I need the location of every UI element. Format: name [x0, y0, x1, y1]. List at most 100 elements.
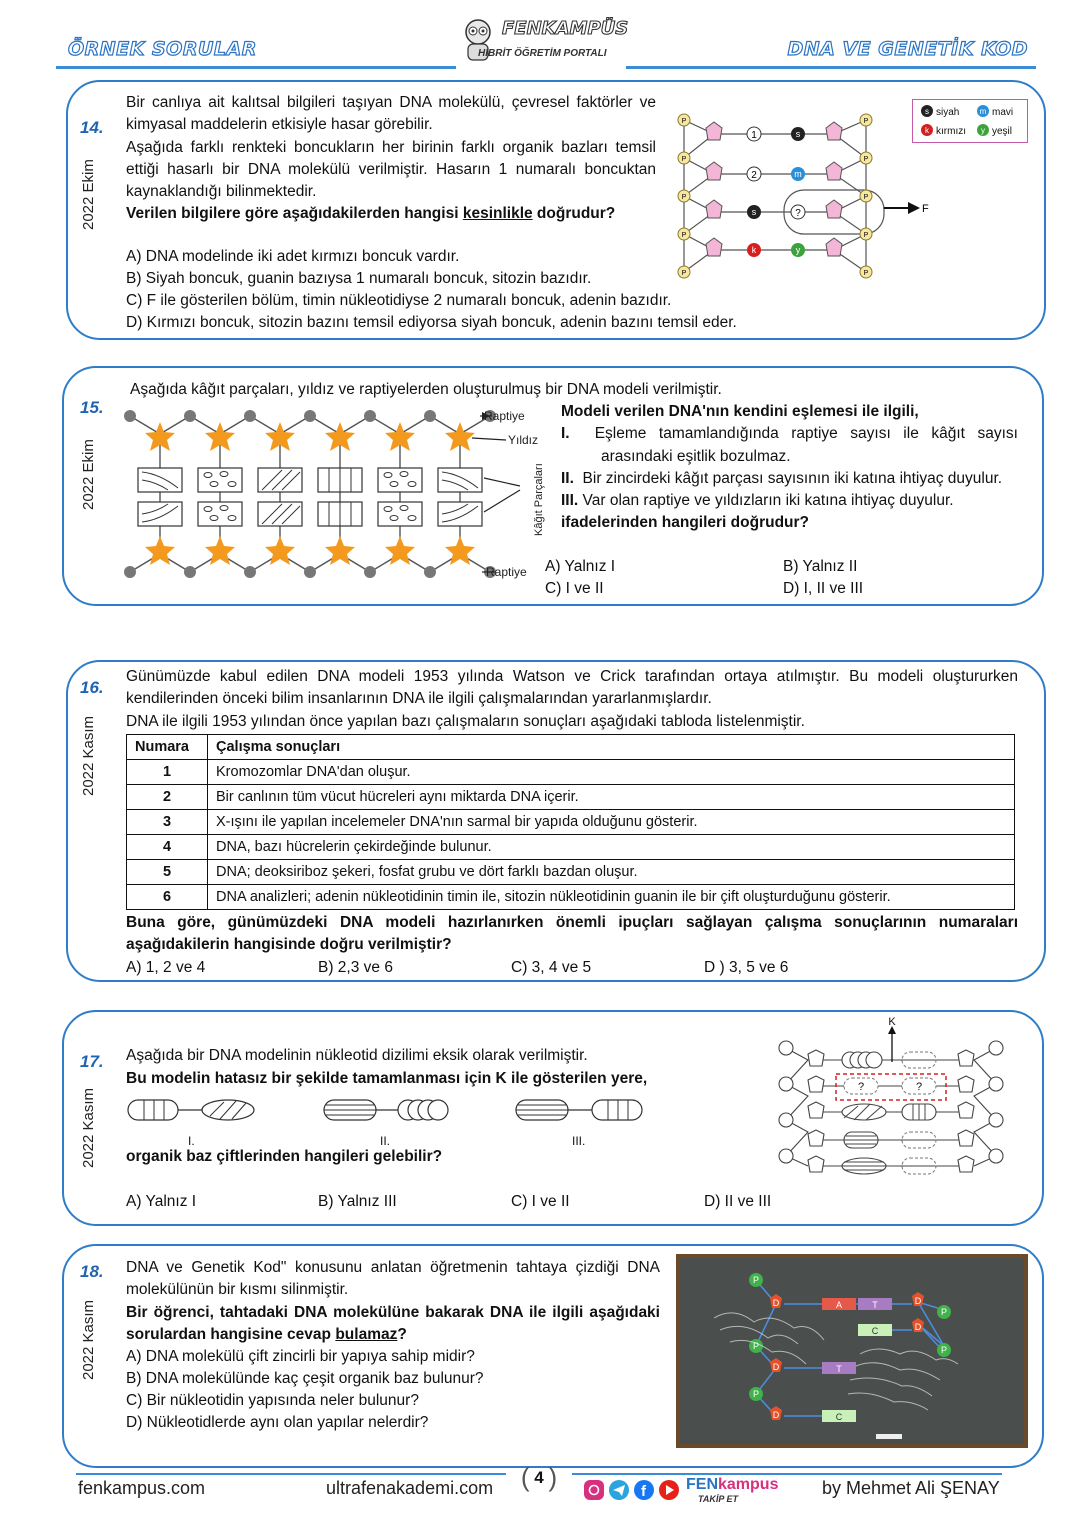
- facebook-icon[interactable]: [634, 1480, 654, 1500]
- q18-stem: DNA ve Genetik Kod" konusunu anlatan öğr…: [126, 1257, 660, 1346]
- k-label: K: [888, 1016, 896, 1028]
- q17-label-1: I.: [188, 1134, 195, 1148]
- svg-text:P: P: [682, 118, 687, 125]
- footer-brand-sub: TAKİP ET: [698, 1494, 738, 1504]
- q17-option-d[interactable]: D) II ve III: [704, 1193, 772, 1210]
- svg-text:s: s: [925, 107, 929, 116]
- q17-label-2: II.: [380, 1134, 391, 1148]
- svg-text:s: s: [752, 207, 757, 217]
- q18-option-b[interactable]: B) DNA molekülünde kaç çeşit organik baz…: [126, 1370, 484, 1387]
- svg-text:D: D: [773, 1362, 780, 1372]
- label-raptiye-bottom: Raptiye: [486, 565, 527, 579]
- q16-option-b[interactable]: B) 2,3 ve 6: [318, 959, 393, 976]
- svg-text:k: k: [925, 126, 930, 135]
- svg-text:P: P: [682, 270, 687, 277]
- svg-text:P: P: [864, 232, 869, 239]
- q17-option-c[interactable]: C) I ve II: [511, 1193, 570, 1210]
- svg-text:kırmızı: kırmızı: [936, 126, 966, 137]
- q17-paragraph-1: Aşağıda bir DNA modelinin nükleotid dizi…: [126, 1047, 588, 1064]
- f-label: F: [922, 203, 929, 215]
- svg-text:C: C: [836, 1412, 843, 1422]
- svg-text:D: D: [915, 1322, 922, 1332]
- svg-text:P: P: [753, 1389, 759, 1399]
- q18-option-a[interactable]: A) DNA molekülü çift zincirli bir yapıya…: [126, 1348, 475, 1365]
- svg-text:s: s: [796, 129, 801, 139]
- q14-option-a[interactable]: A) DNA modelinde iki adet kırmızı boncuk…: [126, 248, 460, 265]
- question-17-number: 17.: [80, 1052, 104, 1071]
- q15-option-a[interactable]: A) Yalnız I: [545, 558, 616, 575]
- question-16-number: 16.: [80, 678, 104, 697]
- question-14-box: [66, 80, 1046, 340]
- q15-option-b[interactable]: B) Yalnız II: [783, 558, 858, 575]
- q15-option-c[interactable]: C) I ve II: [545, 580, 604, 597]
- header-left-title: ÖRNEK SORULAR: [67, 37, 257, 60]
- svg-text:P: P: [753, 1341, 759, 1351]
- question-14-stem: Bir canlıya ait kalıtsal bilgileri taşıy…: [126, 92, 656, 226]
- svg-text:D: D: [773, 1298, 780, 1308]
- svg-text:y: y: [981, 126, 985, 135]
- svg-text:P: P: [864, 194, 869, 201]
- svg-text:D: D: [915, 1296, 922, 1306]
- svg-text:siyah: siyah: [936, 107, 959, 118]
- q14-option-c[interactable]: C) F ile gösterilen bölüm, timin nükleot…: [126, 292, 672, 309]
- instagram-icon[interactable]: [584, 1480, 604, 1500]
- q18-option-d[interactable]: D) Nükleotidlerde aynı olan yapılar nele…: [126, 1414, 429, 1431]
- q17-ask: organik baz çiftlerinden hangileri geleb…: [126, 1148, 443, 1165]
- question-18-number: 18.: [80, 1262, 104, 1281]
- q15-statements: Modeli verilen DNA'nın kendini eşlemesi …: [561, 401, 1018, 535]
- svg-text:D: D: [773, 1410, 780, 1420]
- q17-dna-figure: K ? ?: [778, 1016, 1004, 1175]
- q14-option-d[interactable]: D) Kırmızı boncuk, sitozin bazını temsil…: [126, 314, 737, 331]
- question-14-date: 2022 Ekim: [80, 159, 97, 230]
- footer-line-right: [572, 1473, 1002, 1475]
- footer-author: by Mehmet Ali ŞENAY: [822, 1478, 1000, 1498]
- q15-question: Modeli verilen DNA'nın kendini eşlemesi …: [561, 403, 919, 420]
- header-calisma-sonuclari: Çalışma sonuçları: [207, 734, 1015, 760]
- svg-text:P: P: [682, 194, 687, 201]
- q17-option-b[interactable]: B) Yalnız III: [318, 1193, 397, 1210]
- q17-option-a[interactable]: A) Yalnız I: [126, 1193, 197, 1210]
- q18-option-c[interactable]: C) Bir nükleotidin yapısında neler bulun…: [126, 1392, 419, 1409]
- q17-question: Bu modelin hatasız bir şekilde tamamlanm…: [126, 1070, 648, 1087]
- q16-option-a[interactable]: A) 1, 2 ve 4: [126, 959, 206, 976]
- q15-option-d[interactable]: D) I, II ve III: [783, 580, 864, 597]
- q16-option-d[interactable]: D ) 3, 5 ve 6: [704, 959, 789, 976]
- footer-line-left: [76, 1473, 506, 1475]
- q15-statement-1: I. Eşleme tamamlandığında raptiye sayısı…: [561, 425, 1018, 465]
- svg-text:C: C: [872, 1326, 879, 1336]
- q15-ask: ifadelerinden hangileri doğrudur?: [561, 514, 810, 532]
- bead-unknown-label: ?: [795, 208, 801, 219]
- label-kagit-parcalari: Kâğıt Parçaları: [533, 463, 545, 536]
- footer-link-ultrafenakademi[interactable]: ultrafenakademi.com: [326, 1478, 494, 1498]
- footer-link-fenkampus[interactable]: fenkampus.com: [78, 1478, 206, 1498]
- footer-brand: FENkampus: [686, 1476, 779, 1493]
- svg-text:T: T: [836, 1364, 842, 1374]
- unknown-right: ?: [916, 1081, 922, 1093]
- q17-base-pair-options: [127, 1099, 643, 1121]
- q16-paragraph-1: Günümüzde kabul edilen DNA modeli 1953 y…: [126, 668, 1018, 708]
- bead-2-label: 2: [751, 170, 757, 181]
- svg-text:T: T: [872, 1300, 878, 1310]
- question-16-date: 2022 Kasım: [80, 715, 97, 796]
- header-line-left: [56, 66, 456, 69]
- q16-stem: Günümüzde kabul edilen DNA modeli 1953 y…: [126, 666, 1018, 733]
- q16-paragraph-2: DNA ile ilgili 1953 yılından önce yapıla…: [126, 712, 805, 730]
- q16-option-c[interactable]: C) 3, 4 ve 5: [511, 959, 592, 976]
- svg-text:A: A: [836, 1300, 842, 1310]
- q15-statement-2: II. Bir zincirdeki kâğıt parçası sayısın…: [561, 469, 1003, 487]
- header-numara: Numara: [126, 734, 208, 760]
- label-raptiye-top: Raptiye: [484, 409, 525, 423]
- q14-option-b[interactable]: B) Siyah boncuk, guanin bazıysa 1 numara…: [126, 270, 592, 287]
- q14-paragraph-2: Aşağıda farklı renkteki boncukların her …: [126, 138, 656, 201]
- svg-text:f: f: [641, 1483, 647, 1500]
- label-yildiz: Yıldız: [508, 433, 538, 447]
- logo-subtitle: HİBRİT ÖĞRETİM PORTALI: [478, 48, 607, 59]
